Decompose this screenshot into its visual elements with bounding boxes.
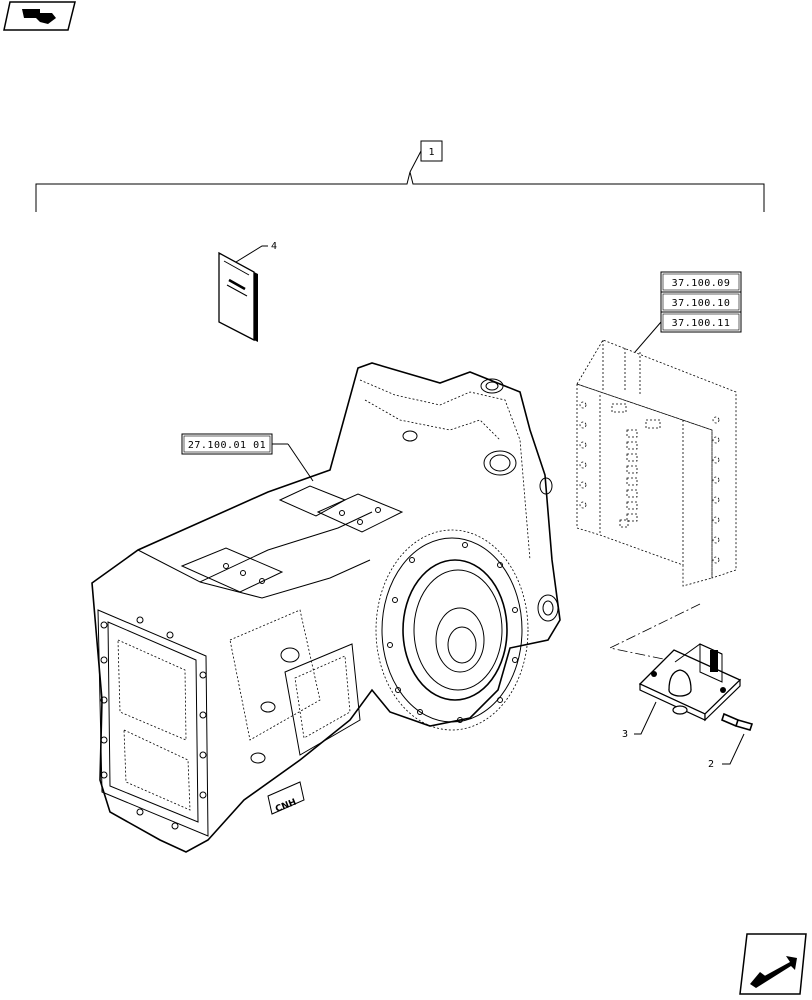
support-reference-label-a: 37.100.09 xyxy=(672,278,731,289)
side-holes xyxy=(579,401,720,564)
hitch-callout-label: 3 xyxy=(622,729,628,740)
housing-reference-label: 27.100.01 01 xyxy=(188,440,266,451)
support-reference-box-b[interactable]: 37.100.10 xyxy=(660,291,742,313)
hitch-part[interactable] xyxy=(638,643,742,722)
manual-callout-label: 4 xyxy=(271,241,277,252)
support-reference-label-b: 37.100.10 xyxy=(672,298,731,309)
svg-text:CNH: CNH xyxy=(274,798,298,815)
side-flange xyxy=(375,529,529,731)
rack-teeth xyxy=(611,403,661,528)
pin-callout[interactable]: 2 xyxy=(708,733,745,770)
support-reference-label-c: 37.100.11 xyxy=(672,318,731,329)
assembly-line xyxy=(608,603,701,661)
pin-callout-label: 2 xyxy=(708,759,714,770)
group-callout-label: 1 xyxy=(428,147,434,158)
front-flange-bolts xyxy=(100,616,207,830)
rear-axle-housing: CNH xyxy=(91,362,561,853)
parts-catalog-icon[interactable] xyxy=(3,1,76,31)
group-callout[interactable]: 1 xyxy=(35,140,765,212)
support-reference-box-a[interactable]: 37.100.09 xyxy=(660,271,742,293)
pin-part[interactable] xyxy=(721,712,754,731)
manual-callout[interactable]: 4 xyxy=(235,241,277,263)
next-page-arrow-icon[interactable] xyxy=(739,933,807,995)
operator-manual-part[interactable] xyxy=(218,251,258,342)
support-reference-box-c[interactable]: 37.100.11 xyxy=(634,311,742,353)
hitch-support-frame xyxy=(576,339,737,587)
housing-reference-box[interactable]: 27.100.01 01 xyxy=(181,433,314,482)
hitch-callout[interactable]: 3 xyxy=(622,701,657,740)
